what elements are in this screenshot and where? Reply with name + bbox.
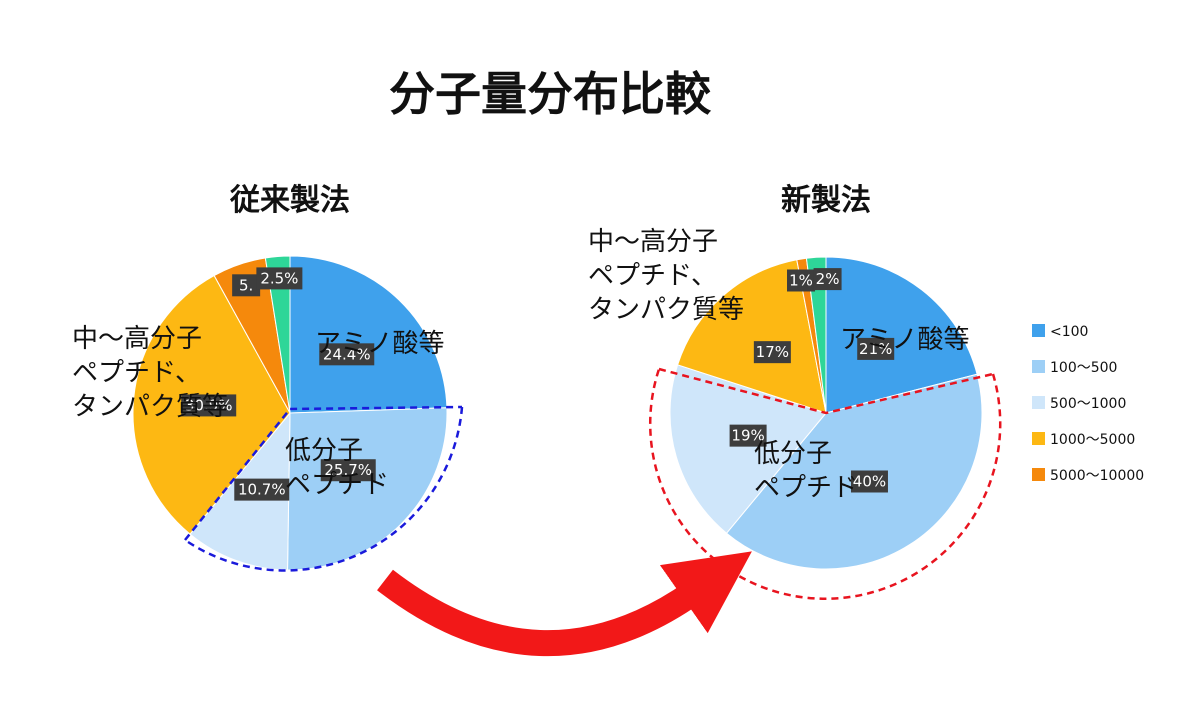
legend-label: 100〜500 <box>1050 360 1117 376</box>
left-pie-value-label: 25.7% <box>324 461 372 479</box>
right-pie-value-label-bg <box>850 470 888 493</box>
right-pie-value-label: 1% <box>789 271 813 289</box>
left-pie-title: 従来製法 <box>229 183 350 218</box>
right-pie-chart: 21% 40% 19% 17% 1%2% <box>669 256 983 570</box>
left-pie-value-label-bg <box>256 267 303 290</box>
left-pie-chart: 24.4% 25.7% 10.7% 30.9% 5. 2.5% <box>132 255 448 571</box>
legend-label: <100 <box>1050 324 1088 340</box>
legend-swatch <box>1032 324 1045 337</box>
left-mid-annotation-line2: ペプチド、 <box>72 358 201 388</box>
left-pie-value-label-bg <box>319 343 375 366</box>
left-pie-value-label: 5. <box>239 276 253 294</box>
left-pie-value-label-bg <box>232 274 261 297</box>
legend-label: 5000〜10000 <box>1050 468 1144 484</box>
legend-swatch <box>1032 468 1045 481</box>
left-mid-annotation-line1: 中〜高分子 <box>72 324 202 354</box>
right-pie-value-label: 21% <box>859 340 892 358</box>
legend-label: 1000〜5000 <box>1050 432 1135 448</box>
improvement-arrow <box>377 551 752 657</box>
left-pie-value-label-bg <box>320 459 376 482</box>
right-pie-value-label-bg <box>813 268 842 291</box>
low-molecular-group-edge-right <box>658 367 994 415</box>
legend-label: 500〜1000 <box>1050 396 1126 412</box>
legend-swatch <box>1032 360 1045 373</box>
right-pie-slice <box>825 256 978 414</box>
left-pie-slice <box>289 255 448 414</box>
left-low-annotation-line1: 低分子 <box>285 436 363 466</box>
right-pie-title: 新製法 <box>781 183 871 218</box>
right-pie-value-label: 19% <box>731 427 764 445</box>
left-pie-value-label: 2.5% <box>260 269 298 287</box>
low-molecular-group-edge-left <box>184 405 463 541</box>
left-low-annotation-line2: ペプチド <box>285 470 389 500</box>
right-low-annotation-line2: ペプチド <box>754 473 858 503</box>
low-molecular-group-outline-left <box>184 406 464 572</box>
left-pie-value-label: 10.7% <box>238 481 286 499</box>
chart-title: 分子量分布比較 <box>389 67 712 121</box>
right-low-annotation-line1: 低分子 <box>754 439 832 469</box>
right-pie-value-label-bg <box>787 269 816 292</box>
right-mid-annotation-line2: ペプチド、 <box>588 261 717 291</box>
right-mid-annotation-line1: 中〜高分子 <box>588 227 718 257</box>
left-pie-value-label-bg <box>234 478 290 501</box>
left-pie-value-label: 30.9% <box>185 396 233 414</box>
legend-swatch <box>1032 432 1045 445</box>
right-pie-value-label: 40% <box>853 472 886 490</box>
right-pie-value-label-bg <box>857 337 895 360</box>
right-pie-slice <box>677 259 827 414</box>
right-pie-slice <box>805 256 827 414</box>
right-pie-value-label: 2% <box>816 270 840 288</box>
low-molecular-group-outline-right <box>648 368 1002 600</box>
right-pie-value-label-bg <box>729 424 767 447</box>
legend-swatch <box>1032 396 1045 409</box>
right-pie-value-label: 17% <box>756 343 789 361</box>
right-pie-value-label-bg <box>753 341 791 364</box>
left-pie-value-label: 24.4% <box>323 345 371 363</box>
left-amino-annotation: アミノ酸等 <box>315 329 444 359</box>
left-pie-value-label-bg <box>181 394 237 417</box>
left-pie-slice <box>264 255 291 414</box>
legend: <100 100〜500 500〜1000 1000〜5000 5000〜100… <box>1032 324 1144 484</box>
left-mid-annotation-line3: タンパク質等 <box>72 392 228 422</box>
right-pie-slice <box>669 364 827 534</box>
right-amino-annotation: アミノ酸等 <box>840 325 969 355</box>
right-mid-annotation-line3: タンパク質等 <box>588 295 744 325</box>
